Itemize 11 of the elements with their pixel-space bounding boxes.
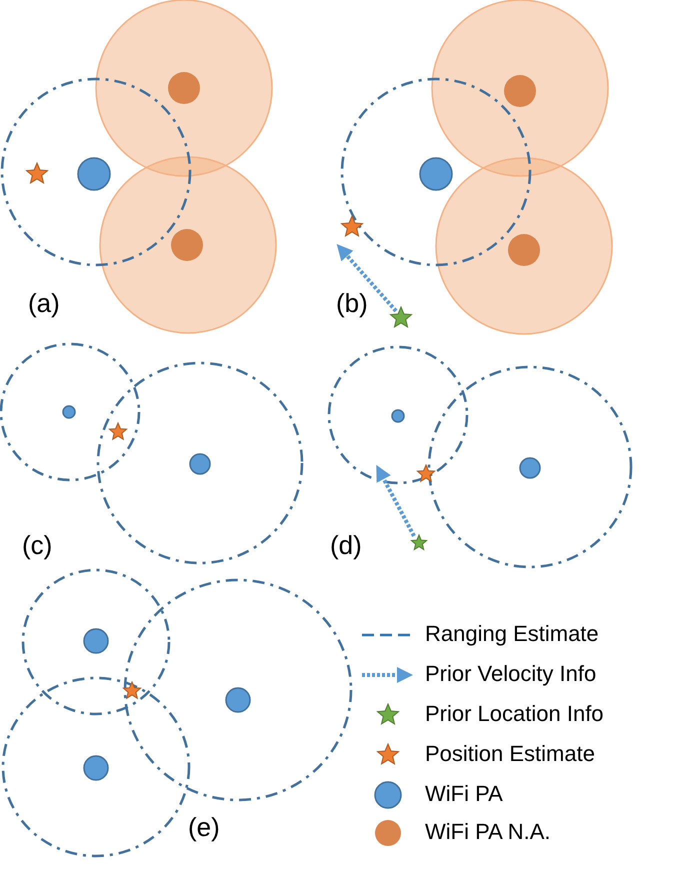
panel-label: (d) [330, 530, 362, 561]
legend-label: Position Estimate [425, 741, 595, 767]
legend-label: Ranging Estimate [425, 621, 599, 647]
legend-label: WiFi PA N.A. [425, 819, 550, 845]
legend-label: Prior Location Info [425, 701, 604, 727]
legend-label: Prior Velocity Info [425, 661, 596, 687]
legend-label: WiFi PA [425, 781, 503, 807]
panel-label: (a) [28, 288, 60, 319]
panel-label: (e) [188, 812, 220, 843]
panel-label: (b) [336, 288, 368, 319]
panel-label: (c) [22, 530, 52, 561]
